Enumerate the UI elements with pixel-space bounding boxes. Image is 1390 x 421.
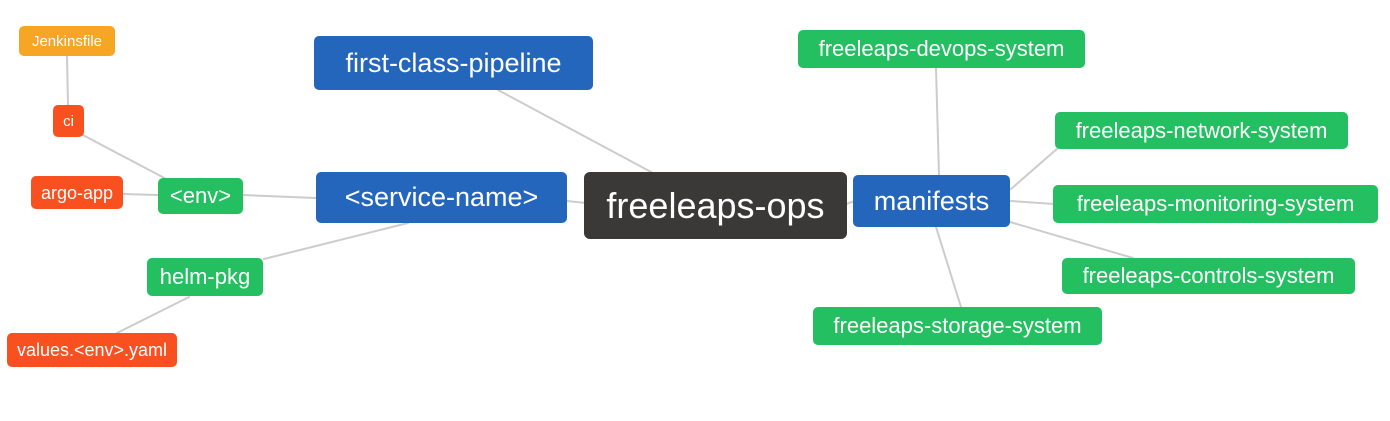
node-freeleaps-devops-system[interactable]: freeleaps-devops-system [798,30,1085,68]
node-freeleaps-storage-system[interactable]: freeleaps-storage-system [813,307,1102,345]
node-freeleaps-ops[interactable]: freeleaps-ops [584,172,847,239]
node-values-env-yaml[interactable]: values.<env>.yaml [7,333,177,367]
edge-manifests-devops-system [935,67,940,176]
edge-manifests-monitoring-system [1010,200,1055,205]
node-env[interactable]: <env> [158,178,243,214]
node-argo-app[interactable]: argo-app [31,176,123,209]
edge-pipeline-freeleaps-ops [497,89,654,174]
node-manifests[interactable]: manifests [853,175,1010,227]
edge-ci-env [80,133,171,182]
edge-argo-app-env [122,193,159,196]
edge-manifests-storage-system [935,226,962,308]
node-jenkinsfile[interactable]: Jenkinsfile [19,26,115,56]
edge-values-helm-pkg [116,296,190,334]
node-service-name[interactable]: <service-name> [316,172,567,223]
node-freeleaps-network-system[interactable]: freeleaps-network-system [1055,112,1348,149]
edge-jenkinsfile-ci [66,55,69,106]
edge-manifests-controls-system [1009,221,1134,259]
edge-env-service-name [242,194,317,199]
node-ci[interactable]: ci [53,105,84,137]
edge-manifests-network-system [1010,147,1059,190]
node-helm-pkg[interactable]: helm-pkg [147,258,263,296]
node-freeleaps-monitoring-system[interactable]: freeleaps-monitoring-system [1053,185,1378,223]
node-first-class-pipeline[interactable]: first-class-pipeline [314,36,593,90]
edge-service-name-freeleaps-ops [566,200,587,204]
edge-helm-pkg-service-name [263,222,409,260]
node-freeleaps-controls-system[interactable]: freeleaps-controls-system [1062,258,1355,294]
